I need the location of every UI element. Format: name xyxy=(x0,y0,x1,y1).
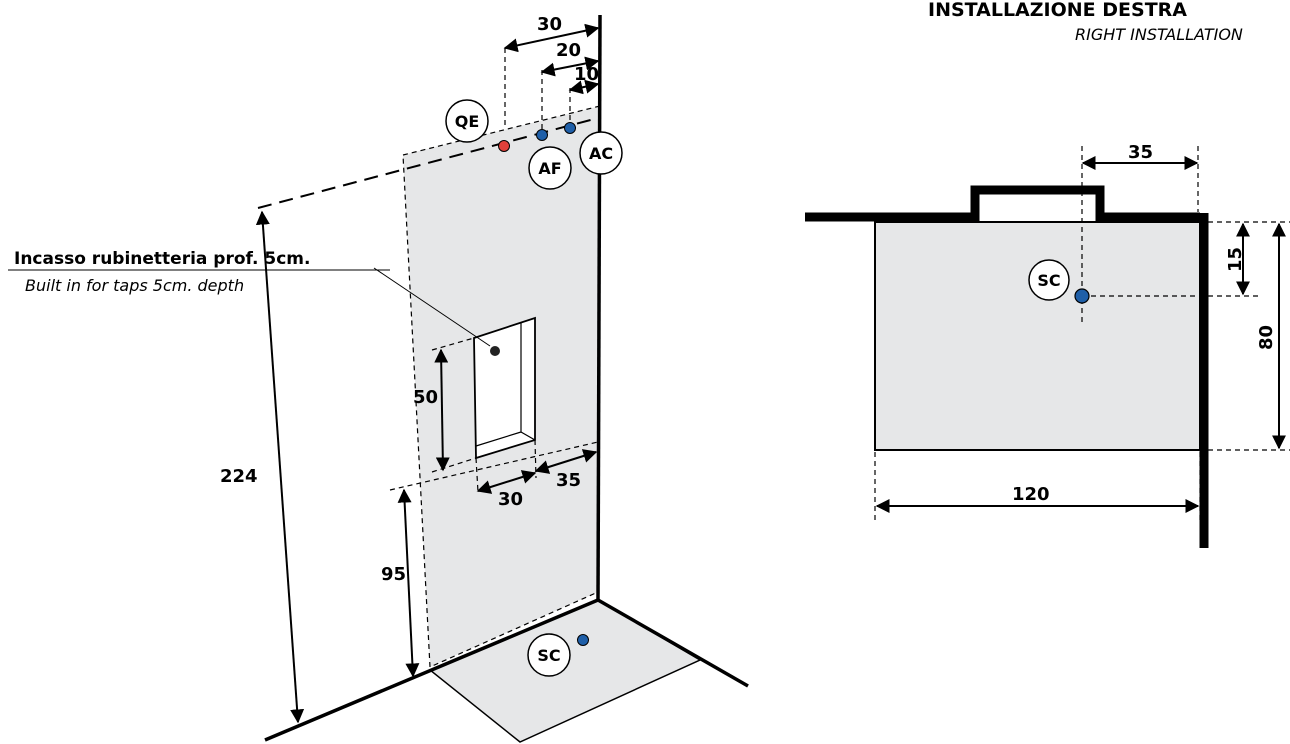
note-line1: Incasso rubinetteria prof. 5cm. xyxy=(14,249,310,269)
dim-50-label: 50 xyxy=(413,387,438,408)
niche-note: Incasso rubinetteria prof. 5cm. Built in… xyxy=(8,249,390,295)
note-line2: Built in for taps 5cm. depth xyxy=(25,276,244,295)
label-sc-plan: SC xyxy=(1028,259,1070,301)
dim-224-line xyxy=(255,210,305,724)
svg-text:QE: QE xyxy=(455,112,480,131)
svg-text:AC: AC xyxy=(589,144,613,163)
dim-30-niche-line xyxy=(476,470,537,494)
tap-niche xyxy=(473,316,536,460)
dim-224-label: 224 xyxy=(220,466,258,487)
dim-30-top-label: 30 xyxy=(537,14,562,35)
af-dot xyxy=(536,129,548,141)
dim-20-label: 20 xyxy=(556,40,581,61)
floor-line-left xyxy=(264,598,599,742)
dim-10-label: 10 xyxy=(574,64,599,85)
svg-text:AF: AF xyxy=(538,159,561,178)
floor-line-right xyxy=(597,598,749,688)
title-sub: RIGHT INSTALLATION xyxy=(1075,25,1243,44)
label-af: AF xyxy=(528,146,572,190)
ext-50-top xyxy=(431,337,475,351)
sc-floor-dot xyxy=(577,634,589,646)
dim-10-line xyxy=(568,79,600,95)
dim-30-top-line xyxy=(503,23,600,53)
svg-text:SC: SC xyxy=(1037,271,1060,290)
svg-text:SC: SC xyxy=(537,646,560,665)
dim-20-line xyxy=(540,56,600,77)
title-main: INSTALLAZIONE DESTRA xyxy=(928,0,1187,21)
dim-15-label: 15 xyxy=(1225,247,1246,272)
note-leader xyxy=(373,267,491,347)
qe-dot xyxy=(498,140,510,152)
plan-top-wall xyxy=(805,185,1200,222)
niche-dot xyxy=(490,346,500,356)
dim-30-niche-label: 30 xyxy=(498,489,523,510)
dim-35-label: 35 xyxy=(1128,142,1153,163)
label-ac: AC xyxy=(579,131,623,175)
label-sc-wall: SC xyxy=(527,633,571,677)
dim-35-niche-label: 35 xyxy=(556,470,581,491)
wall-corner-line xyxy=(596,14,602,601)
plan-tray xyxy=(874,221,1201,451)
plan-view: 35 SC 15 80 120 xyxy=(805,142,1290,548)
dim-35-niche-line xyxy=(534,449,598,474)
dim-120-label: 120 xyxy=(1012,484,1050,505)
dim-95-line xyxy=(397,488,420,678)
ac-dot xyxy=(564,122,576,134)
dim-80-label: 80 xyxy=(1256,325,1277,350)
ext-50-bottom xyxy=(431,457,477,473)
dim-50-line xyxy=(434,348,450,472)
label-qe: QE xyxy=(445,99,489,143)
sc-plan-dot xyxy=(1074,288,1090,304)
isometric-view: 224 30 20 10 QE AF AC xyxy=(220,14,749,743)
dim-95-label: 95 xyxy=(381,564,406,585)
